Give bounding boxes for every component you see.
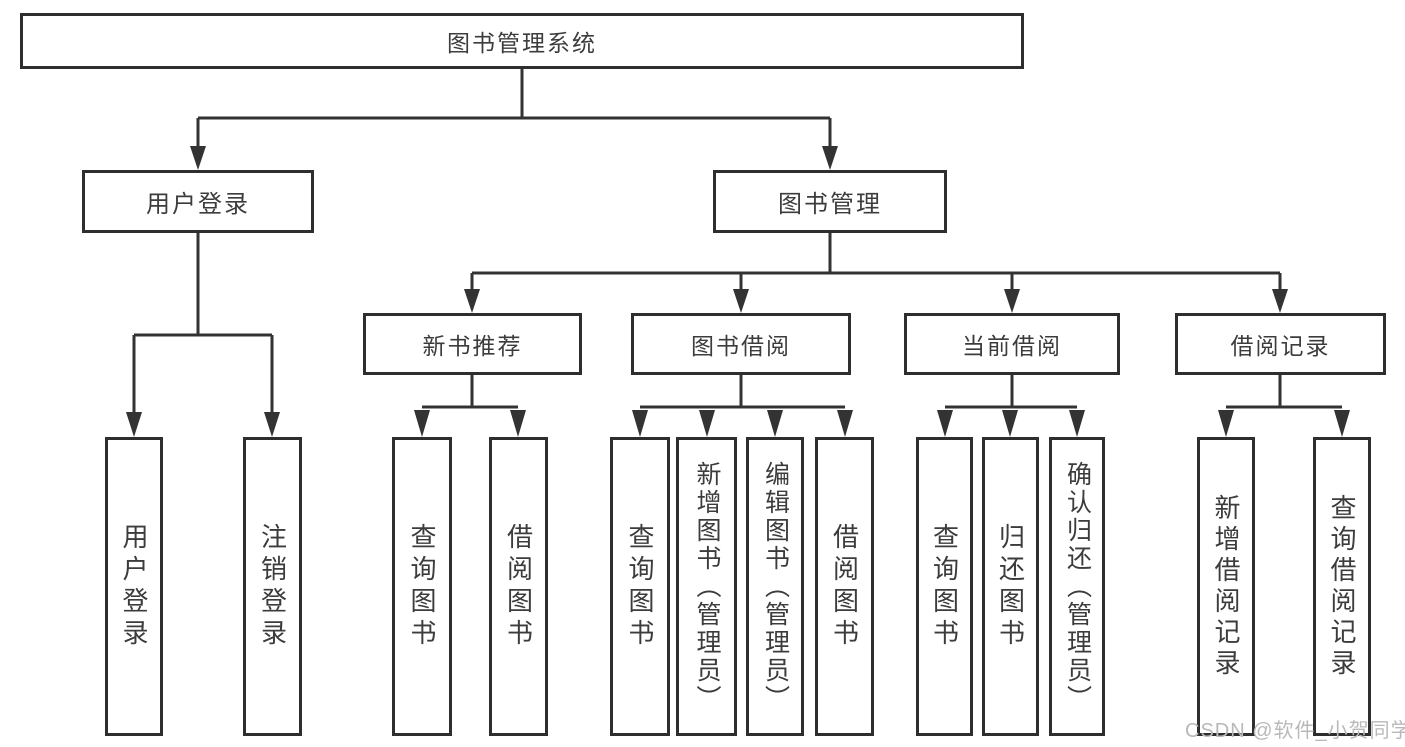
- node-return-books: 归还图书: [982, 437, 1039, 736]
- node-book-management-system: 图书管理系统: [20, 13, 1024, 69]
- node-label: 借阅图书: [829, 522, 860, 651]
- node-label: 用户登录: [119, 522, 149, 651]
- node-label: 新书推荐: [422, 333, 523, 359]
- node-borrowing-records: 借阅记录: [1175, 313, 1386, 375]
- node-label: 图书管理系统: [447, 30, 597, 56]
- node-label: 查询图书: [625, 522, 655, 651]
- node-query-books-current: 查询图书: [916, 437, 973, 736]
- node-label: 用户登录: [146, 191, 250, 218]
- node-label: 归还图书: [995, 522, 1026, 651]
- node-label: 注销登录: [257, 522, 288, 651]
- node-label: 图书管理: [778, 191, 882, 218]
- node-label: 借阅记录: [1230, 333, 1331, 359]
- node-book-management-branch: 图书管理: [713, 170, 947, 233]
- node-label: 查询借阅记录: [1327, 493, 1357, 680]
- watermark: CSDN @软件_小贺同学: [1185, 720, 1405, 742]
- node-label: 确认归还（管理员）: [1063, 460, 1092, 713]
- node-label: 新增图书（管理员）: [693, 460, 721, 713]
- node-edit-books-admin: 编辑图书（管理员）: [746, 437, 804, 736]
- node-label: 查询图书: [929, 522, 960, 651]
- node-query-borrow-record: 查询借阅记录: [1313, 437, 1371, 736]
- node-user-login: 用户登录: [105, 437, 163, 736]
- node-user-login-branch: 用户登录: [82, 170, 314, 233]
- node-label: 编辑图书（管理员）: [761, 460, 790, 713]
- node-book-borrowing: 图书借阅: [631, 313, 851, 375]
- node-label: 当前借阅: [962, 333, 1062, 359]
- node-borrow-books-recommend: 借阅图书: [489, 437, 548, 736]
- node-add-borrow-record: 新增借阅记录: [1197, 437, 1255, 736]
- node-label: 借阅图书: [503, 522, 534, 651]
- node-label: 新增借阅记录: [1211, 493, 1241, 680]
- node-query-books-borrow: 查询图书: [610, 437, 670, 736]
- node-borrow-books: 借阅图书: [815, 437, 874, 736]
- node-query-books-recommend: 查询图书: [392, 437, 452, 736]
- node-new-book-recommend: 新书推荐: [363, 313, 582, 375]
- node-confirm-return-admin: 确认归还（管理员）: [1049, 437, 1105, 736]
- node-label: 查询图书: [407, 522, 437, 651]
- node-logout: 注销登录: [243, 437, 302, 736]
- node-current-borrowing: 当前借阅: [904, 313, 1120, 375]
- node-add-books-admin: 新增图书（管理员）: [676, 437, 737, 736]
- node-label: 图书借阅: [691, 333, 791, 359]
